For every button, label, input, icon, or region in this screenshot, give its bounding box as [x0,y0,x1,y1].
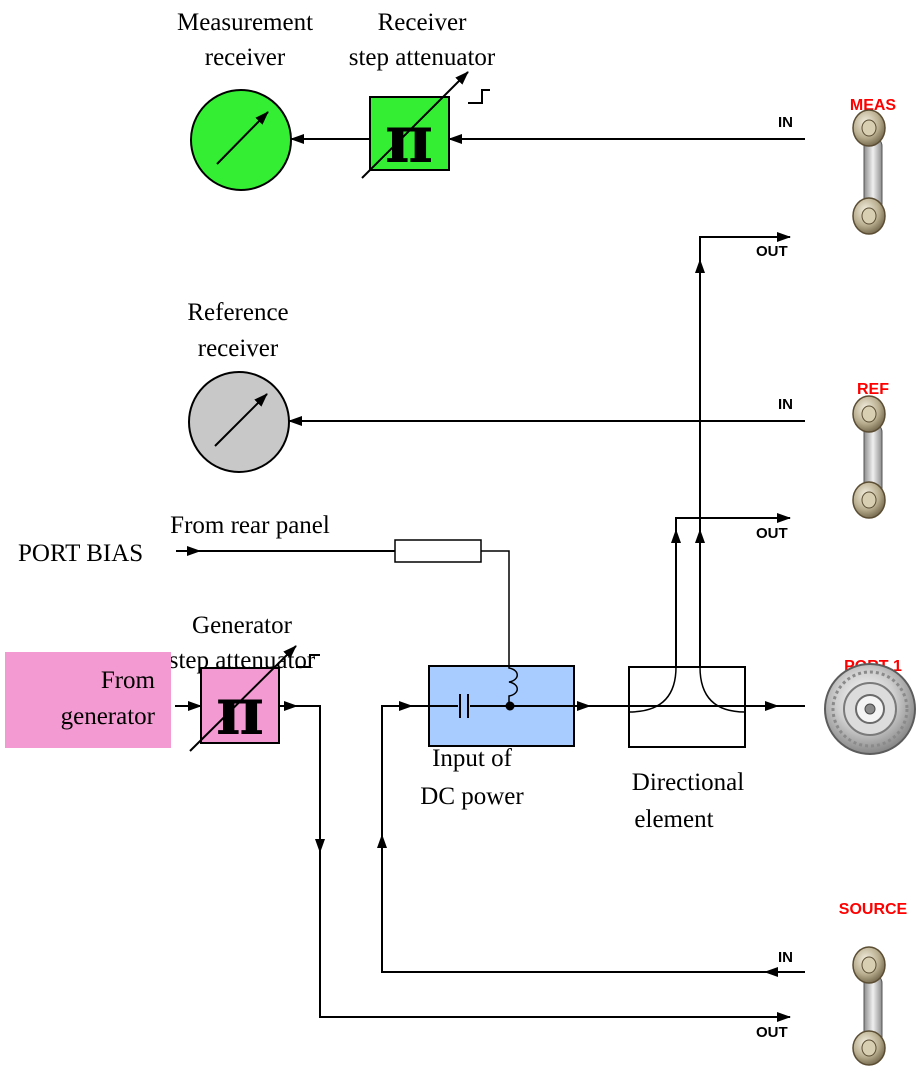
rx-attenuator-pi: π [385,100,433,178]
from-gen-label-2: generator [61,703,156,730]
dir-label-1: Directional [632,769,745,796]
dc-label-2: DC power [420,783,524,810]
meas-receiver-label-1: Measurement [177,9,313,36]
rx-attenuator-step [468,89,490,104]
coupler-curve-left [628,666,677,713]
ref-in-tag: IN [778,396,793,413]
meas-receiver-needle [216,111,269,165]
coupler-curve-right [699,666,746,713]
ref-loop-connector[interactable] [852,395,886,519]
meas-out-line [699,232,791,260]
inductor [508,652,518,702]
ref-receiver-label-2: receiver [198,335,279,362]
bias-fuse [394,539,482,563]
meas-in-tag: IN [778,114,793,131]
dc-label-1: Input of [432,745,513,772]
gen-atten-label-1: Generator [192,612,293,639]
meas-loop-connector[interactable] [852,109,886,235]
rx-attenuator-arrow [361,71,469,179]
from-rear-panel-label: From rear panel [170,512,330,539]
meas-receiver-label-2: receiver [205,44,286,71]
port-bias-label: PORT BIAS [18,540,143,567]
port1-connector[interactable] [824,663,916,755]
source-label: SOURCE [839,901,908,918]
from-generator-box [5,652,171,748]
dir-label-2: element [634,806,713,833]
source-out-tag: OUT [756,1024,788,1041]
ref-out-tag: OUT [756,525,788,542]
from-gen-label-1: From [101,667,156,694]
bias-feed-line [481,550,510,652]
gen-attenuator-arrow [189,645,297,752]
rx-attenuator-box [369,96,450,171]
ref-receiver-needle [214,393,268,447]
source-loop-connector[interactable] [852,946,886,1066]
rx-atten-label-1: Receiver [378,9,468,36]
source-in-tag: IN [778,949,793,966]
dc-junction [505,701,515,711]
ref-receiver-label-1: Reference [187,299,288,326]
source-out-path [297,705,790,1018]
ref-label: REF [857,381,889,398]
meas-label: MEAS [850,97,897,114]
meas-out-tag: OUT [756,243,788,260]
rx-atten-label-2: step attenuator [349,44,496,71]
gen-attenuator-step [296,654,320,668]
